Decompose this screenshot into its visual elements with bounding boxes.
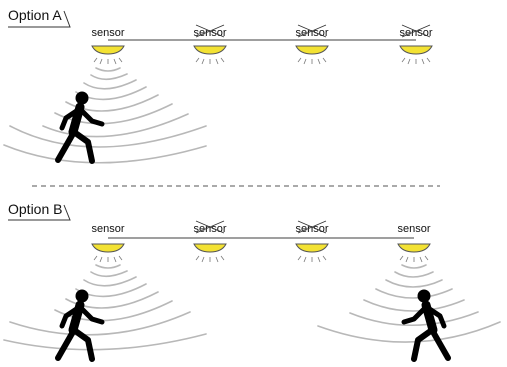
option-b-left-detection-waves (3, 264, 207, 351)
option-b-sensor-3-icon (295, 243, 329, 263)
option-a-sensor-4-label: sensor (399, 27, 432, 39)
option-b-sensor-4-icon (397, 243, 431, 263)
option-a-cross-marks (195, 24, 431, 38)
option-a-sensor-4-cross-icon (401, 24, 431, 38)
option-a-detection-waves (3, 67, 207, 164)
option-b-cross-marks (195, 220, 327, 234)
option-a-sensor-1-icon (91, 45, 125, 65)
option-a-sensor-2-label: sensor (193, 27, 226, 39)
option-a-sensor-3-label: sensor (295, 27, 328, 39)
option-a-walking-person-icon (55, 91, 105, 164)
option-b-sensor-1-label: sensor (91, 223, 124, 235)
option-a-sensor-3-icon (295, 45, 329, 65)
option-b-sensor-3-label: sensor (295, 223, 328, 235)
option-a-sensor-2-cross-icon (195, 24, 225, 38)
option-a-sensor-4-icon (399, 45, 433, 65)
option-b-label: Option B (8, 201, 62, 217)
option-b-sensor-2-cross-icon (195, 220, 225, 234)
option-b-sensor-2-icon (193, 243, 227, 263)
option-b-sensor-2-label: sensor (193, 223, 226, 235)
option-a-label: Option A (8, 7, 62, 23)
option-b-sensor-3-cross-icon (297, 220, 327, 234)
option-b-right-walking-person-icon (401, 289, 451, 362)
option-b-left-walking-person-icon (55, 289, 105, 362)
option-b-label-bracket (8, 204, 71, 221)
option-a-sensor-2-icon (193, 45, 227, 65)
option-a-label-bracket (8, 10, 71, 28)
option-b-right-detection-waves (317, 264, 501, 343)
option-a-sensor-3-cross-icon (297, 24, 327, 38)
option-b-sensor-1-icon (91, 243, 125, 263)
option-b-panel: Option B sensor sensor sensor sensor (3, 201, 501, 362)
option-a-panel: Option A sensor sensor sensor sensor (3, 7, 433, 164)
option-b-sensor-4-label: sensor (397, 223, 430, 235)
option-a-sensor-1-label: sensor (91, 27, 124, 39)
